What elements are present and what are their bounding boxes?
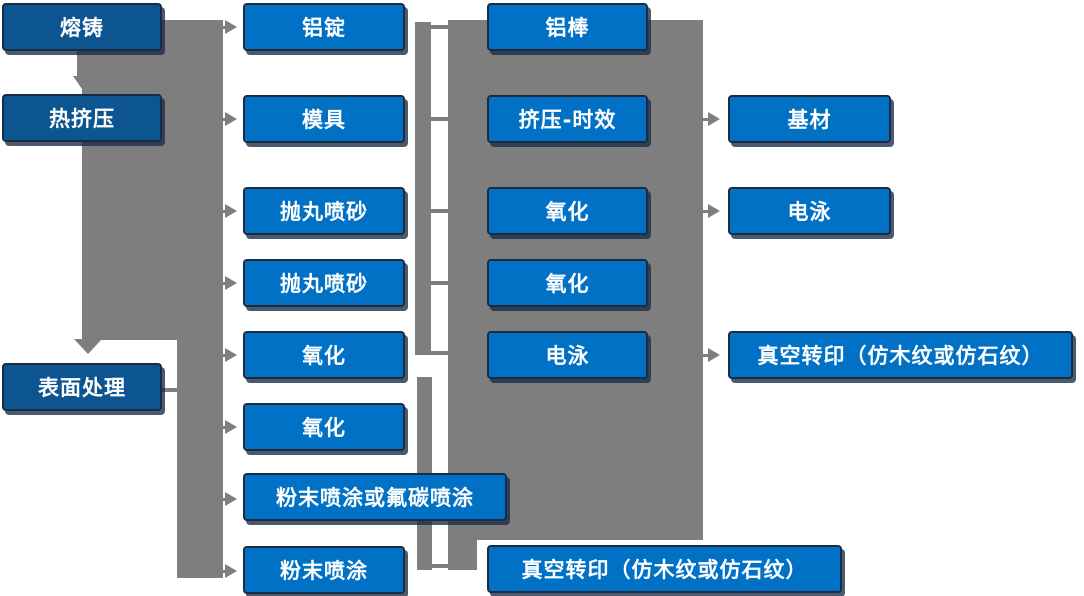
arrow-right-icon xyxy=(219,420,237,434)
connector-mid-lower-stub xyxy=(431,564,448,568)
node-electrophoresis-1: 电泳 xyxy=(487,331,648,379)
arrow-right-icon xyxy=(219,20,237,34)
node-label: 粉末喷涂 xyxy=(280,559,368,583)
arrow-right-icon xyxy=(219,564,237,578)
node-powder-coating: 粉末喷涂 xyxy=(243,546,405,594)
node-label: 氧化 xyxy=(302,416,346,440)
node-vacuum-transfer-print-right: 真空转印（仿木纹或仿石纹） xyxy=(728,331,1073,379)
node-surface-treatment: 表面处理 xyxy=(2,363,162,411)
node-label: 挤压-时效 xyxy=(518,108,617,132)
node-shot-blast-sandblast-2: 抛丸喷砂 xyxy=(243,259,405,307)
arrow-right-icon xyxy=(219,348,237,362)
node-label: 热挤压 xyxy=(49,107,115,131)
node-label: 电泳 xyxy=(545,344,590,368)
node-label: 电泳 xyxy=(787,200,832,224)
node-label: 氧化 xyxy=(302,344,346,368)
node-electrophoresis-2: 电泳 xyxy=(728,187,891,235)
node-label: 真空转印（仿木纹或仿石纹） xyxy=(757,344,1044,368)
node-mold: 模具 xyxy=(243,95,405,143)
connector-mid-stub xyxy=(431,351,448,355)
node-aluminum-ingot: 铝锭 xyxy=(243,3,405,51)
node-oxidation-2: 氧化 xyxy=(243,403,405,451)
node-label: 表面处理 xyxy=(38,376,126,400)
node-label: 氧化 xyxy=(545,200,590,224)
node-extrusion-aging: 挤压-时效 xyxy=(487,95,648,143)
node-oxidation-3: 氧化 xyxy=(487,187,648,235)
node-label: 抛丸喷砂 xyxy=(280,200,368,224)
node-label: 抛丸喷砂 xyxy=(280,272,368,296)
connector-left-lower-bar xyxy=(177,340,223,578)
arrow-down-icon xyxy=(74,339,102,354)
node-label: 熔铸 xyxy=(60,16,104,40)
node-oxidation-4: 氧化 xyxy=(487,259,648,307)
arrow-right-icon xyxy=(219,204,237,218)
arrow-right-icon xyxy=(702,348,720,362)
node-aluminum-rod: 铝棒 xyxy=(487,3,648,51)
arrow-right-icon xyxy=(219,276,237,290)
node-label: 模具 xyxy=(302,108,346,132)
connector-melting-to-extrusion-stem xyxy=(77,50,84,77)
connector-mid-stub xyxy=(431,25,448,29)
connector-mid-stub xyxy=(431,209,448,213)
arrow-down-icon xyxy=(73,76,91,89)
node-substrate: 基材 xyxy=(728,95,891,143)
node-oxidation-1: 氧化 xyxy=(243,331,405,379)
connector-mid-stub xyxy=(431,281,448,285)
connector-left-block xyxy=(82,20,223,340)
node-label: 铝棒 xyxy=(545,16,590,40)
node-melting-casting: 熔铸 xyxy=(2,3,162,51)
node-label: 真空转印（仿木纹或仿石纹） xyxy=(521,558,808,582)
arrow-right-icon xyxy=(219,112,237,126)
arrow-right-icon xyxy=(702,204,720,218)
node-label: 粉末喷涂或氟碳喷涂 xyxy=(276,486,474,510)
connector-mid-upper-bar xyxy=(415,22,431,355)
node-hot-extrusion: 热挤压 xyxy=(2,94,162,142)
node-vacuum-transfer-print-bottom: 真空转印（仿木纹或仿石纹） xyxy=(487,545,842,593)
connector-right-block-foot xyxy=(448,540,477,570)
connector-surface-treatment-stub xyxy=(162,388,177,392)
arrow-right-icon xyxy=(702,112,720,126)
node-powder-or-fluorocarbon-coating: 粉末喷涂或氟碳喷涂 xyxy=(243,473,507,521)
node-shot-blast-sandblast-1: 抛丸喷砂 xyxy=(243,187,405,235)
arrow-right-icon xyxy=(219,492,237,506)
connector-mid-stub xyxy=(431,117,448,121)
node-label: 氧化 xyxy=(545,272,590,296)
node-label: 基材 xyxy=(787,108,832,132)
node-label: 铝锭 xyxy=(302,16,346,40)
